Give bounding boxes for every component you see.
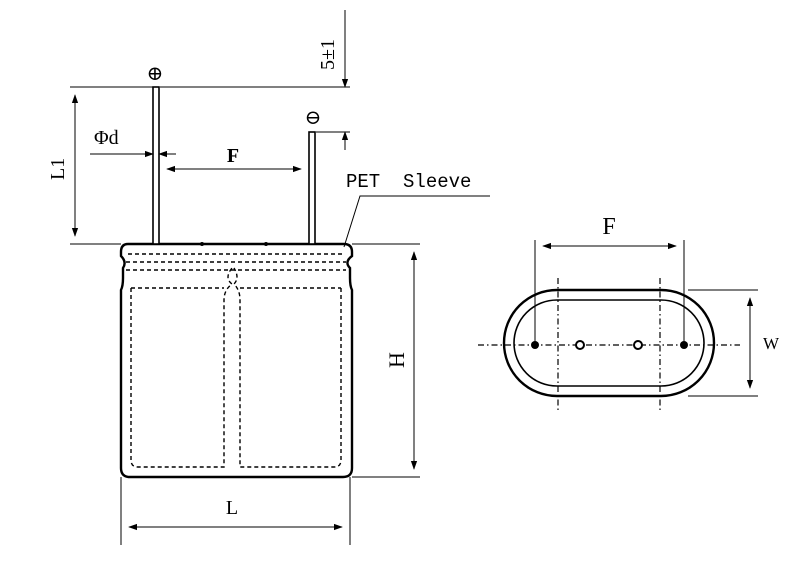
dot-inner-left [575, 340, 585, 350]
pitch-label-side: F [227, 145, 239, 167]
top-view-outer-outline [502, 288, 716, 398]
lead-length-label: L1 [47, 158, 69, 180]
lead-point-left [531, 341, 539, 349]
top-view: F W [478, 214, 780, 412]
sleeve-dashed-outline [126, 253, 346, 468]
lead-point-right [680, 341, 688, 349]
pitch-label-top: F [602, 214, 615, 240]
dot-inner-right [633, 340, 643, 350]
negative-lead [308, 131, 316, 245]
length-label: L [226, 497, 238, 519]
negative-symbol: ⊖ [305, 107, 322, 129]
top-dot-left [200, 242, 204, 246]
sleeve-leader [343, 195, 490, 248]
positive-lead [152, 86, 160, 245]
sleeve-label: PET Sleeve [346, 171, 471, 193]
height-label: H [384, 352, 409, 368]
capacitor-body [119, 242, 354, 479]
positive-symbol: ⊕ [147, 63, 164, 85]
top-view-inner-outline [513, 299, 705, 387]
lead-offset-label: 5±1 [317, 39, 339, 70]
width-label: W [763, 334, 780, 353]
side-view: ⊕ ⊖ 5±1 L1 Φd F PET Sleeve H L [47, 10, 490, 545]
top-dot-right [264, 242, 268, 246]
lead-diameter-label: Φd [94, 127, 119, 149]
